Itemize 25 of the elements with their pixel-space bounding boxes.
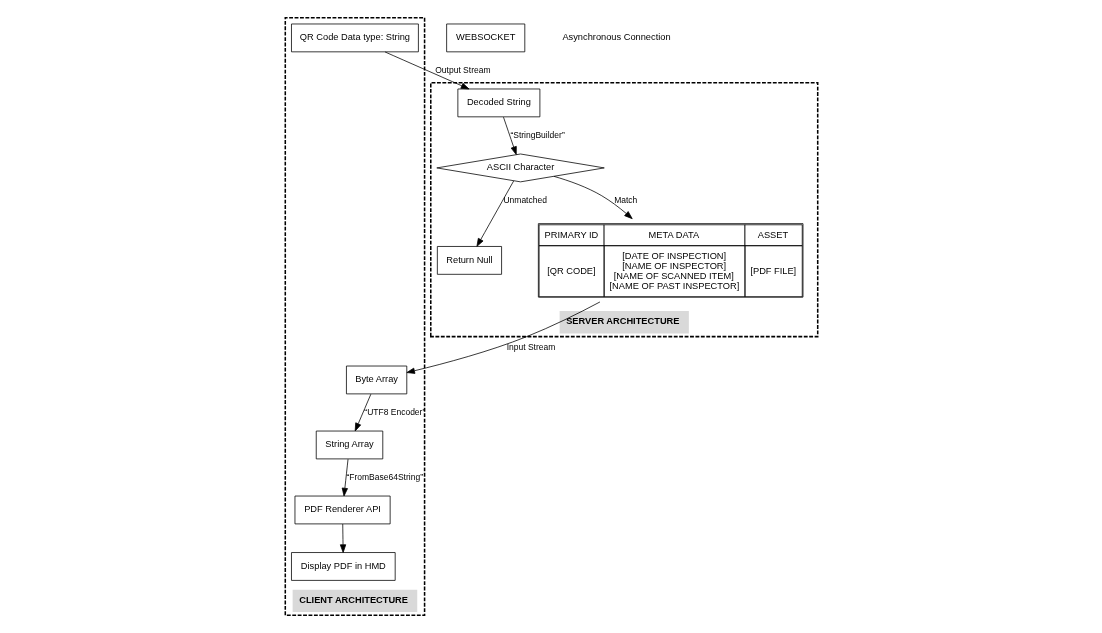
- arrow: [405, 301, 600, 374]
- arrow: [339, 523, 346, 553]
- label: Asynchronous Connection: [561, 32, 671, 43]
- arrow: [476, 180, 514, 247]
- node-box: WEBSOCKET: [445, 23, 525, 53]
- edge-label: “UTF8 Encoder”: [363, 406, 425, 417]
- edge-label: Output Stream: [434, 64, 491, 75]
- arrow: [553, 175, 633, 220]
- arrow: [354, 393, 371, 432]
- edge-label: “FromBase64String”: [345, 471, 423, 482]
- node-box: Decoded String: [456, 88, 540, 118]
- edge-label: “StringBuilder”: [509, 129, 565, 140]
- edge-label: Unmatched: [502, 194, 547, 205]
- node-box: Byte Array: [345, 365, 407, 395]
- edge-label: Input Stream: [506, 341, 555, 352]
- node-box: String Array: [315, 430, 383, 460]
- arrow: [384, 51, 469, 90]
- arrow: [502, 116, 517, 155]
- node-box: QR Code Data type: String: [290, 23, 419, 53]
- node-box: PDF Renderer API: [294, 495, 391, 525]
- arrow: [341, 458, 348, 497]
- node-diamond: ASCII Character: [435, 153, 605, 183]
- node-box: Display PDF in HMD: [290, 552, 396, 581]
- node-box: Return Null: [436, 246, 502, 275]
- edge-label: Match: [613, 194, 637, 205]
